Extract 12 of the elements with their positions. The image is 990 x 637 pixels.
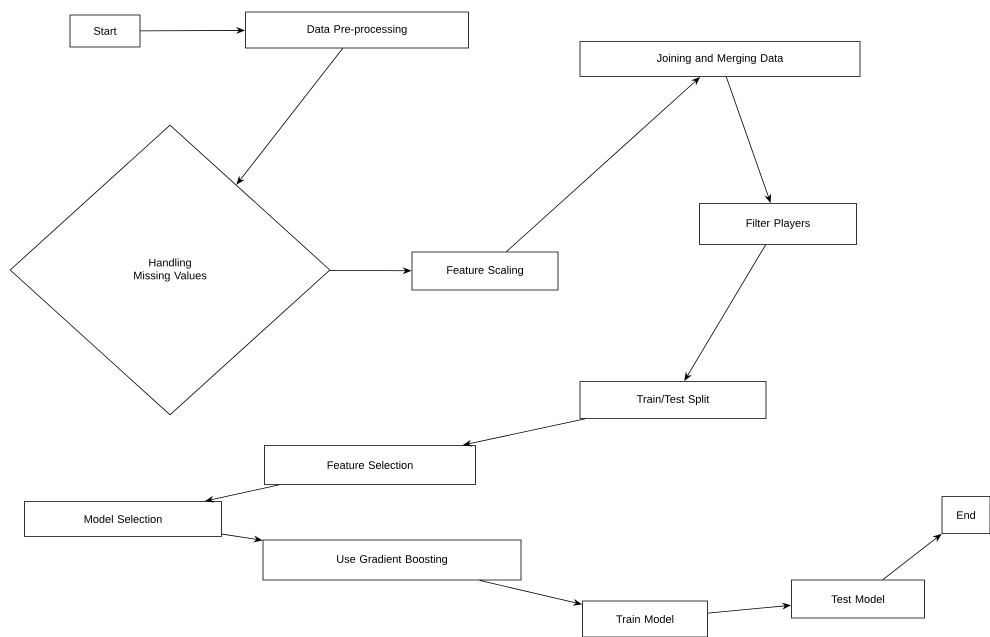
process-box: Use Gradient Boosting bbox=[262, 540, 522, 580]
process-box: Filter Players bbox=[699, 203, 857, 245]
process-box: End bbox=[942, 496, 990, 534]
process-box: Test Model bbox=[791, 580, 925, 618]
process-box: Train/Test Split bbox=[580, 381, 766, 419]
process-box: Joining and Merging Data bbox=[580, 41, 860, 77]
process-box: Start bbox=[70, 14, 140, 48]
process-box: Feature Selection bbox=[264, 445, 476, 485]
process-box: Data Pre-processing bbox=[245, 12, 469, 48]
process-box: Train Model bbox=[582, 600, 708, 637]
process-box: Model Selection bbox=[24, 501, 222, 537]
process-box: Feature Scaling bbox=[412, 252, 558, 290]
